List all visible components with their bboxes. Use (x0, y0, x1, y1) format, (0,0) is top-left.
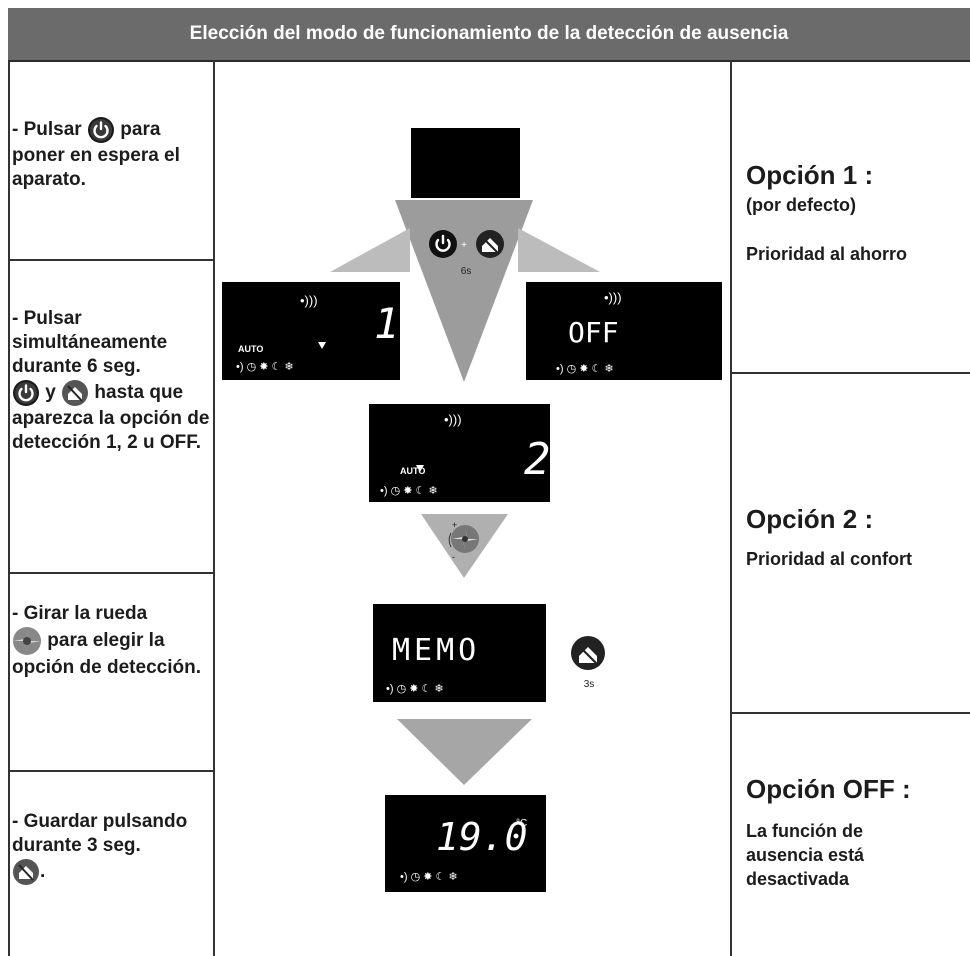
absence-house-icon (13, 859, 39, 885)
mode-icons-row: •) ◷ ✸ ☾ ❄ (400, 871, 458, 883)
screen-temperature: 19.0 °C •) ◷ ✸ ☾ ❄ (385, 795, 546, 892)
option-off-block: Opción OFF : La función de ausencia está… (746, 774, 966, 891)
auto-label: AUTO (400, 466, 425, 476)
temperature-value: 19.0 (436, 815, 528, 859)
option-off-value: OFF (568, 316, 619, 349)
mode-icons-row: •) ◷ ✸ ☾ ❄ (236, 361, 294, 373)
mode-icons-row: •) ◷ ✸ ☾ ❄ (386, 683, 444, 695)
step-3-post: para elegir la opción de detección. (12, 630, 201, 678)
step-4-text: - Guardar pulsando durante 3 seg. . (12, 810, 212, 886)
plus-sign: + (461, 240, 467, 251)
wheel-minus: - (452, 552, 455, 562)
option-off-title: Opción OFF : (746, 774, 911, 804)
hold-6s-label: 6s (461, 266, 472, 277)
option-1-block: Opción 1 : (por defecto) Prioridad al ah… (746, 160, 966, 265)
step-divider-1 (8, 259, 214, 261)
signal-icon: •))) (604, 290, 622, 305)
auto-label: AUTO (238, 344, 263, 354)
arrow-to-left-screen (330, 228, 410, 272)
arrow-to-right-screen (518, 228, 600, 272)
absence-house-icon (62, 380, 89, 406)
step-3-pre: - Girar la rueda (12, 603, 148, 624)
wheel-plus: + (452, 520, 457, 530)
option-2-digit: 2 (524, 434, 551, 485)
option-1-digit: 1 (374, 299, 399, 348)
option-1-title: Opción 1 : (746, 160, 874, 190)
signal-icon: •))) (444, 412, 462, 427)
selector-triangle (318, 342, 326, 349)
step-2-mid: y (45, 382, 56, 404)
wheel-icon (448, 525, 479, 553)
option-1-desc: Prioridad al ahorro (746, 244, 908, 264)
step-divider-3 (8, 770, 214, 772)
absence-button-icon (476, 230, 504, 258)
left-border (8, 60, 10, 956)
option-off-desc: La función de ausencia está desactivada (746, 821, 865, 889)
down-arrow-final (397, 719, 532, 785)
step-4-post: . (40, 861, 46, 883)
mode-icons-row: •) ◷ ✸ ☾ ❄ (380, 485, 438, 497)
step-3-text: - Girar la rueda para elegir la opción d… (12, 602, 212, 680)
temperature-unit: °C (516, 818, 527, 829)
screen-option-2: •))) 2 AUTO •) ◷ ✸ ☾ ❄ (369, 404, 551, 502)
hold-3s-label: 3s (584, 679, 595, 690)
screen-memo: MEMO •) ◷ ✸ ☾ ❄ (373, 604, 546, 702)
step-2-pre: - Pulsar simultáneamente durante 6 seg. (12, 308, 168, 377)
option-divider-2 (730, 712, 970, 714)
power-icon (13, 380, 39, 406)
power-icon (87, 117, 114, 143)
option-2-desc: Prioridad al confort (746, 549, 913, 569)
mode-icons-row: •) ◷ ✸ ☾ ❄ (556, 363, 614, 375)
absence-button-icon (571, 636, 605, 670)
column-divider-1 (213, 60, 215, 956)
power-button-icon (429, 230, 457, 258)
down-arrow-large (395, 200, 533, 382)
standby-screen (411, 128, 520, 198)
column-divider-2 (730, 60, 732, 956)
option-2-title: Opción 2 : (746, 504, 874, 534)
option-1-sub: (por defecto) (746, 195, 856, 215)
step-1-post: para poner en espera el aparato. (12, 119, 180, 190)
procedure-diagram: + 6s •))) 1 AUTO •) ◷ ✸ ☾ ❄ •))) OFF •) … (222, 128, 722, 892)
screen-option-1: •))) 1 AUTO •) ◷ ✸ ☾ ❄ (222, 282, 400, 380)
page-title: Elección del modo de funcionamiento de l… (8, 8, 970, 62)
selector-triangle (416, 465, 424, 472)
step-4-pre: - Guardar pulsando durante 3 seg. (12, 811, 188, 856)
screen-option-off: •))) OFF •) ◷ ✸ ☾ ❄ (526, 282, 722, 380)
step-divider-2 (8, 572, 214, 574)
wheel-icon (13, 627, 41, 655)
option-2-block: Opción 2 : Prioridad al confort (746, 504, 970, 570)
signal-icon: •))) (300, 293, 318, 308)
option-divider-1 (730, 372, 970, 374)
step-2-text: - Pulsar simultáneamente durante 6 seg. … (12, 307, 212, 455)
step-2-post: hasta que aparezca la opción de detecció… (12, 382, 210, 453)
step-1-pre: - Pulsar (12, 119, 82, 141)
memo-value: MEMO (392, 633, 480, 668)
step-1-text: - Pulsar para poner en espera el aparato… (12, 116, 212, 192)
